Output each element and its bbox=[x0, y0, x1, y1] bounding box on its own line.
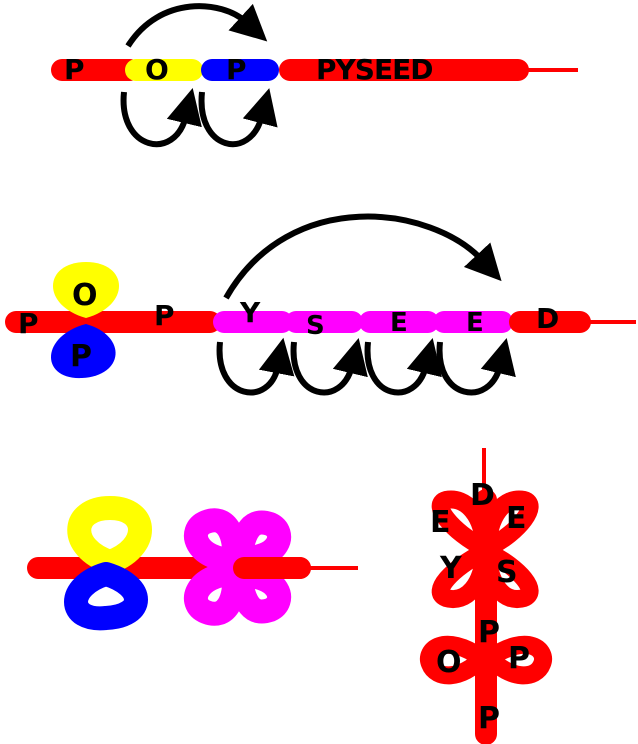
row3r-operator-loop bbox=[420, 635, 491, 685]
row1-arrow-loop-1 bbox=[120, 87, 202, 148]
row2-label-gene-s: S bbox=[306, 311, 325, 341]
row3r-petal-tl bbox=[431, 490, 493, 557]
row-3-folded-complex-right: D E E Y S P O P P bbox=[420, 448, 552, 744]
row2-label-gene-e2: E bbox=[466, 308, 484, 338]
row3r-petal-tr bbox=[479, 490, 539, 557]
row3r-label-p-bottom: P bbox=[478, 701, 500, 736]
row3r-label-d: D bbox=[470, 478, 495, 513]
row3l-promoter-loop bbox=[64, 562, 148, 631]
row1-arrow-over bbox=[125, 3, 268, 48]
row2-operator-blob bbox=[52, 262, 120, 318]
row3r-label-e-left: E bbox=[430, 505, 451, 540]
row2-arrow-loop-4 bbox=[436, 337, 516, 396]
row3r-label-y: Y bbox=[439, 551, 463, 586]
row2-arrow-loop-2 bbox=[290, 337, 368, 396]
row3r-petal-br bbox=[479, 543, 539, 608]
row2-label-gene-d: D bbox=[536, 302, 559, 335]
row3r-promoter-loop bbox=[481, 635, 552, 685]
row3l-gene-loop-br bbox=[228, 563, 291, 624]
row2-label-promoter-left: P bbox=[18, 307, 39, 340]
row2-promoter-blob bbox=[50, 324, 116, 379]
row3r-label-p-top: P bbox=[478, 615, 500, 650]
row1-label-promoter-1: P bbox=[64, 53, 85, 86]
row2-label-promoter-bottom: P bbox=[70, 339, 92, 374]
row1-label-promoter-2: P bbox=[226, 53, 247, 86]
row2-arrow-loop-1 bbox=[216, 337, 295, 396]
row3l-gene-loop-tr bbox=[228, 510, 291, 571]
row-3-folded-complex-left bbox=[27, 496, 358, 631]
row2-label-gene-y: Y bbox=[239, 296, 261, 329]
row1-arrow-loop-2 bbox=[198, 88, 278, 148]
row3r-label-e-right: E bbox=[506, 501, 527, 536]
row3l-gene-cluster bbox=[184, 508, 291, 626]
row2-arrow-loop-3 bbox=[364, 337, 442, 396]
row3r-label-o: O bbox=[436, 645, 462, 680]
row2-arrow-over bbox=[223, 213, 502, 300]
row2-label-gene-e1: E bbox=[390, 308, 408, 338]
row3r-petal-bl bbox=[431, 543, 493, 608]
row3l-operator-loop bbox=[67, 496, 152, 574]
row-1-linear-operon: P O P PYSEED bbox=[51, 3, 578, 148]
row2-label-operator: O bbox=[72, 278, 98, 313]
row3r-label-s: S bbox=[496, 555, 518, 590]
row1-label-operator: O bbox=[145, 53, 169, 86]
row2-label-promoter-mid: P bbox=[154, 299, 175, 332]
row-2-operon-with-bound-regulators: P O P P Y S E E D bbox=[5, 213, 636, 396]
row1-label-genes: PYSEED bbox=[316, 53, 432, 86]
row3r-label-p-right: P bbox=[508, 641, 530, 676]
row3r-gene-petals bbox=[431, 490, 539, 608]
